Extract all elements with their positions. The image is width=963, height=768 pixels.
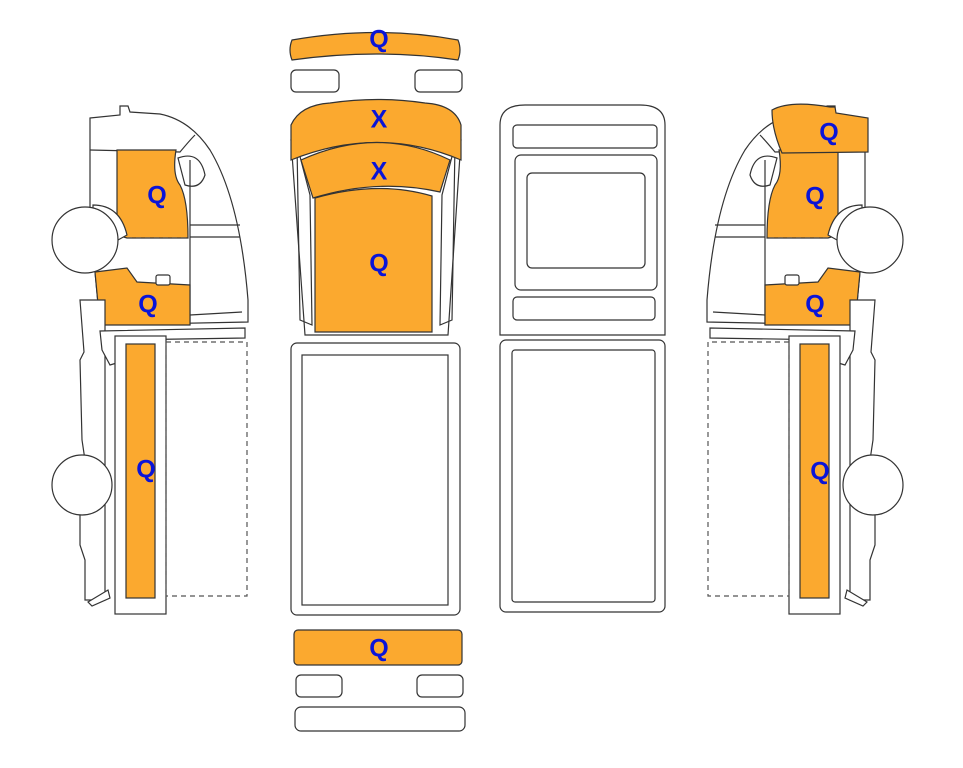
roof-label: Q — [369, 250, 388, 278]
front-bumper-label: Q — [369, 26, 388, 54]
right-front-fender-label: Q — [805, 291, 824, 319]
roof-panel — [314, 187, 433, 333]
rear-wheel — [51, 454, 113, 516]
front-wheel — [51, 206, 119, 274]
right-hood-side-panel — [771, 103, 869, 154]
taillight-left — [295, 674, 343, 698]
left-front-fender-label: Q — [138, 291, 157, 319]
left-front-door-label: Q — [147, 182, 166, 210]
windshield-panel — [300, 142, 451, 199]
underside-view — [499, 104, 666, 613]
left-side-view — [51, 105, 249, 615]
rear-bumper-panel — [293, 629, 463, 666]
windshield-label: X — [371, 158, 388, 186]
right-hood-side-label: Q — [819, 119, 838, 147]
rear-bumper-label: Q — [369, 635, 388, 663]
left-bed-side-panel — [125, 343, 156, 599]
left-front-door-panel — [116, 149, 189, 239]
headlight-right — [414, 69, 463, 93]
bed-outline — [290, 342, 461, 616]
headlight-left — [290, 69, 340, 93]
top-view — [289, 31, 466, 732]
hood-label: X — [371, 106, 388, 134]
taillight-right — [416, 674, 464, 698]
left-bed-side-label: Q — [136, 456, 155, 484]
rear-step — [294, 706, 466, 732]
front-bumper-panel — [289, 31, 461, 61]
right-front-door-label: Q — [805, 183, 824, 211]
right-bed-side-label: Q — [810, 458, 829, 486]
